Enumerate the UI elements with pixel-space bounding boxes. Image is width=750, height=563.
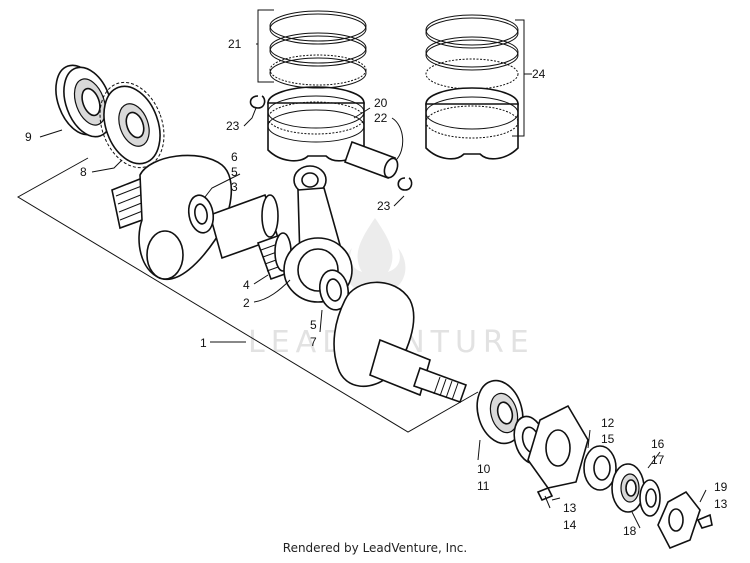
part-22-piston-pin xyxy=(343,140,399,180)
crankshaft-right-half xyxy=(333,281,468,404)
callout-5b: 5 xyxy=(310,318,317,332)
part-7-washer xyxy=(318,269,350,311)
part-23-circlip-bottom xyxy=(397,177,413,191)
part-24-piston-assembly xyxy=(425,14,519,160)
part-17-seal xyxy=(639,479,661,517)
callout-20: 20 xyxy=(374,96,388,110)
callout-10: 10 xyxy=(477,462,491,476)
callout-6: 6 xyxy=(231,150,238,164)
callout-labels: 1 2 3 4 5 5 6 7 8 9 10 11 12 13 13 14 15… xyxy=(25,37,728,538)
bracket-24 xyxy=(512,19,532,137)
leader-lines xyxy=(39,107,707,529)
part-13-bolt xyxy=(536,486,554,509)
callout-21: 21 xyxy=(228,37,242,51)
callout-24: 24 xyxy=(532,67,546,81)
callout-17: 17 xyxy=(651,453,665,467)
part-10-bearing xyxy=(476,379,524,445)
callout-13b: 13 xyxy=(714,497,728,511)
callout-2: 2 xyxy=(243,296,250,310)
callout-15: 15 xyxy=(601,432,615,446)
callout-11: 11 xyxy=(477,479,490,493)
watermark-flame-icon xyxy=(344,218,406,292)
part-15-retainer xyxy=(583,445,617,491)
part-20-piston xyxy=(267,86,365,162)
callout-22: 22 xyxy=(374,111,388,125)
callout-12: 12 xyxy=(601,416,615,430)
callout-3: 3 xyxy=(231,180,238,194)
part-21-piston-rings xyxy=(269,10,367,89)
callout-13a: 13 xyxy=(563,501,577,515)
footer-credit: Rendered by LeadVenture, Inc. xyxy=(282,541,468,555)
part-19-plate xyxy=(657,490,713,550)
callout-19: 19 xyxy=(714,480,728,494)
callout-1: 1 xyxy=(200,336,207,350)
callout-9: 9 xyxy=(25,130,32,144)
part-23-circlip-top xyxy=(249,95,266,109)
callout-23a: 23 xyxy=(226,119,240,133)
callout-7: 7 xyxy=(310,335,317,349)
part-9-bearing xyxy=(55,64,113,138)
assembly-outline xyxy=(17,157,479,433)
callout-16: 16 xyxy=(651,437,665,451)
callout-5a: 5 xyxy=(231,165,238,179)
callout-4: 4 xyxy=(243,278,250,292)
part-16-bearing xyxy=(611,463,645,513)
callout-8: 8 xyxy=(80,165,87,179)
callout-23b: 23 xyxy=(377,199,391,213)
bracket-21 xyxy=(256,9,274,83)
callout-18: 18 xyxy=(623,524,637,538)
callout-14: 14 xyxy=(563,518,577,532)
part-12-plate xyxy=(527,404,589,489)
part-8-gear xyxy=(99,81,165,169)
part-6-washer xyxy=(187,194,215,234)
